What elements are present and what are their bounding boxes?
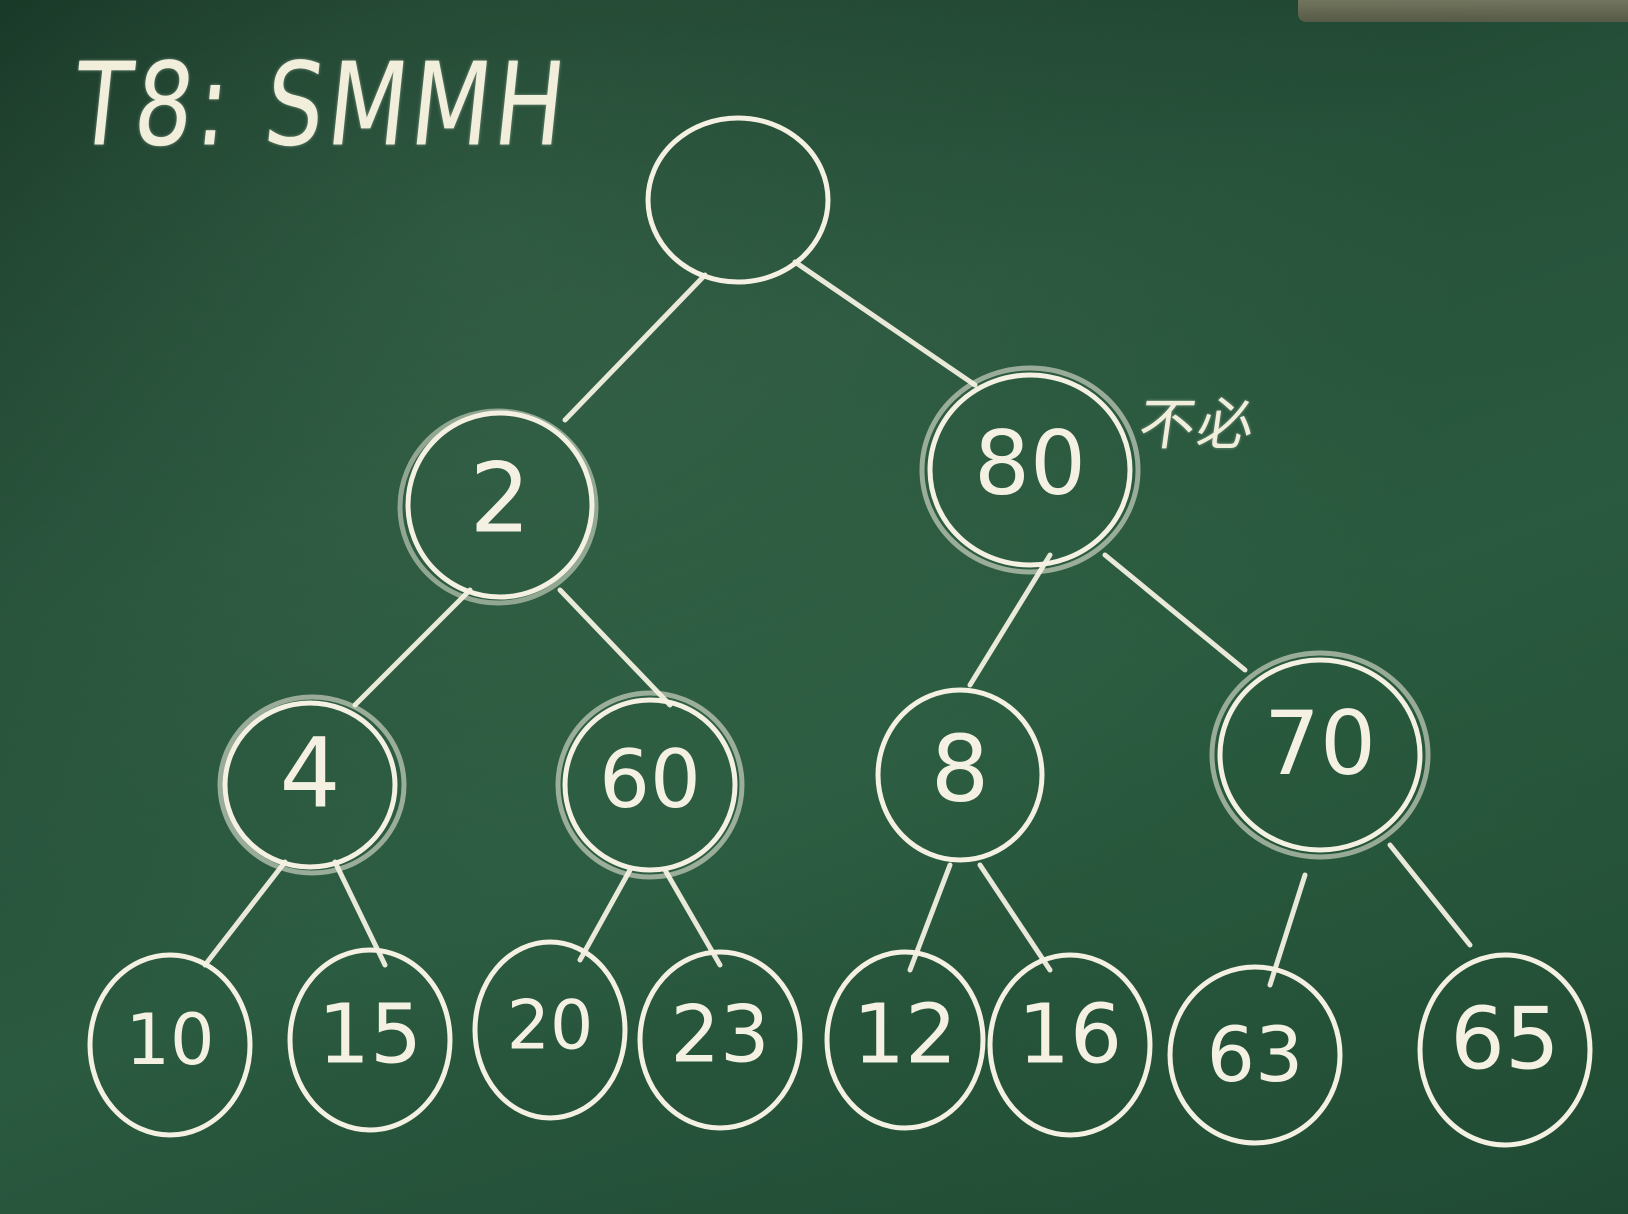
node-16-label: 16	[1018, 987, 1122, 1082]
node-70-ring-outer	[1209, 650, 1431, 860]
edge-root-2	[562, 272, 708, 423]
node-20-ring	[472, 939, 628, 1121]
monitor-frame-edge	[1298, 0, 1628, 22]
node-12-ring	[824, 949, 986, 1131]
node-23-ring	[637, 949, 803, 1131]
node-8-ring	[875, 687, 1045, 863]
node-10-ring	[87, 952, 253, 1138]
node-63-ring	[1167, 964, 1343, 1146]
edge-2-4	[352, 587, 473, 708]
node-16-ring	[987, 952, 1153, 1138]
node-23-label: 23	[670, 990, 769, 1080]
node-80-ring-outer	[919, 365, 1141, 575]
node-20-label: 20	[507, 987, 594, 1066]
node-4-ring-outer	[217, 694, 407, 876]
edge-60-23	[662, 867, 723, 968]
node-2-label: 2	[469, 442, 530, 554]
node-60-ring-outer	[555, 690, 745, 880]
edge-4-10	[202, 859, 288, 968]
node-80-label: 80	[974, 412, 1086, 515]
edge-70-63	[1267, 872, 1308, 988]
edge-2-60	[557, 587, 673, 708]
node-12-label: 12	[853, 987, 957, 1082]
node-15-label: 15	[318, 987, 422, 1082]
node-root	[645, 115, 831, 285]
edge-80-70	[1102, 552, 1248, 673]
node-65-label: 65	[1450, 989, 1559, 1089]
node-70-ring	[1217, 657, 1423, 853]
node-80-ring	[927, 372, 1133, 568]
node-15-ring	[287, 947, 453, 1133]
node-2-ring-outer	[397, 408, 599, 606]
node-60-ring	[562, 697, 738, 873]
node-60-label: 60	[599, 733, 701, 826]
edge-60-20	[577, 867, 633, 963]
edge-70-65	[1387, 842, 1473, 948]
node-70-label: 70	[1264, 692, 1376, 795]
node-8-label: 8	[931, 715, 990, 822]
edge-8-16	[977, 862, 1053, 973]
node-4-label: 4	[279, 717, 340, 829]
node-63-label: 63	[1207, 1010, 1304, 1099]
edge-80-8	[967, 552, 1053, 688]
node-4-ring	[222, 700, 398, 870]
edge-root-80	[792, 259, 978, 388]
node-10-label: 10	[125, 999, 214, 1081]
node-65-ring	[1417, 952, 1593, 1148]
